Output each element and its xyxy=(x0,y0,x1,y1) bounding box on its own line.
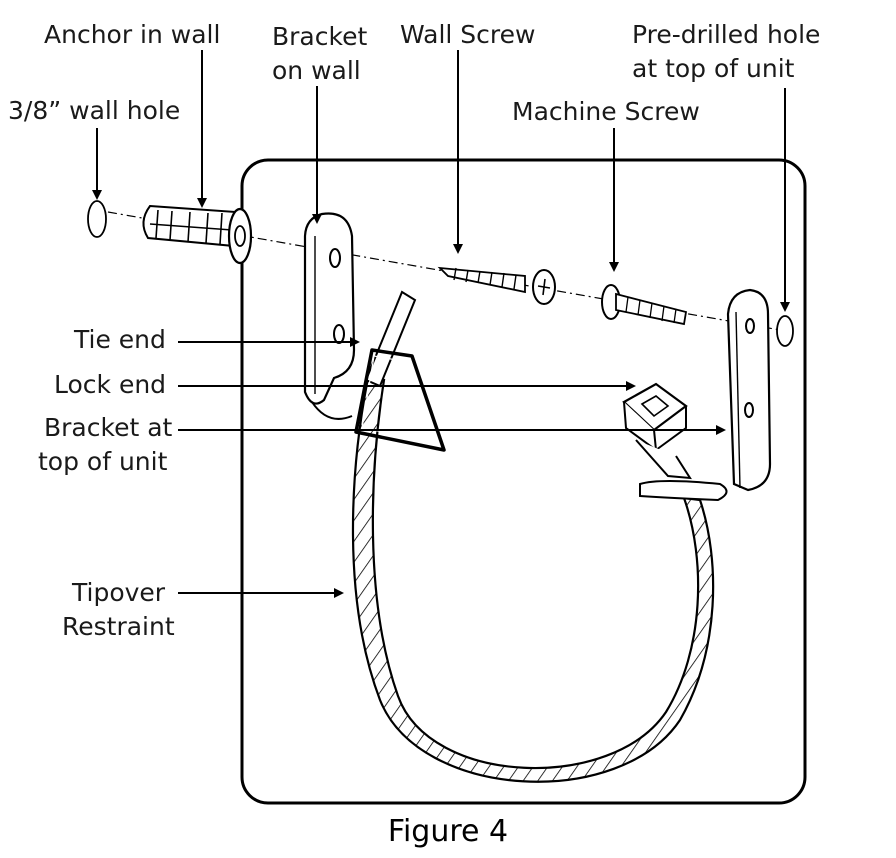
figure-caption: Figure 4 xyxy=(387,814,509,849)
wall-screw-label: Wall Screw xyxy=(400,20,536,49)
strap-loop xyxy=(354,348,446,452)
pre-drilled-hole-label-line1: Pre-drilled hole xyxy=(632,20,821,49)
bracket-on-wall-icon xyxy=(303,212,356,420)
pre-drilled-hole-icon xyxy=(776,315,794,347)
tipover-restraint-label-line2: Restraint xyxy=(62,612,175,641)
lock-end-icon xyxy=(622,382,692,480)
bracket-on-wall-label-line1: Bracket xyxy=(272,22,368,51)
tie-end-label: Tie end xyxy=(74,325,166,354)
machine-screw-icon xyxy=(601,284,688,326)
wall-hole-icon xyxy=(87,200,107,238)
wall-hole-label: 3/8” wall hole xyxy=(8,96,181,125)
anchor-in-wall-label: Anchor in wall xyxy=(44,20,221,49)
machine-screw-label: Machine Screw xyxy=(512,97,700,126)
pre-drilled-hole-label-line2: at top of unit xyxy=(632,54,795,83)
bracket-top-of-unit-icon xyxy=(726,288,772,492)
anchor-icon xyxy=(142,204,253,265)
unit-panel xyxy=(240,158,807,805)
tipover-restraint-strap xyxy=(351,376,715,783)
tie-end-icon xyxy=(364,290,417,388)
bracket-top-of-unit-label-line2: top of unit xyxy=(38,447,168,476)
tipover-restraint-label-line1: Tipover xyxy=(72,578,166,607)
bracket-top-of-unit-label-line1: Bracket at xyxy=(44,413,173,442)
lock-end-label: Lock end xyxy=(54,370,167,399)
wall-screw-icon xyxy=(437,266,556,305)
bracket-on-wall-label-line2: on wall xyxy=(272,56,361,85)
